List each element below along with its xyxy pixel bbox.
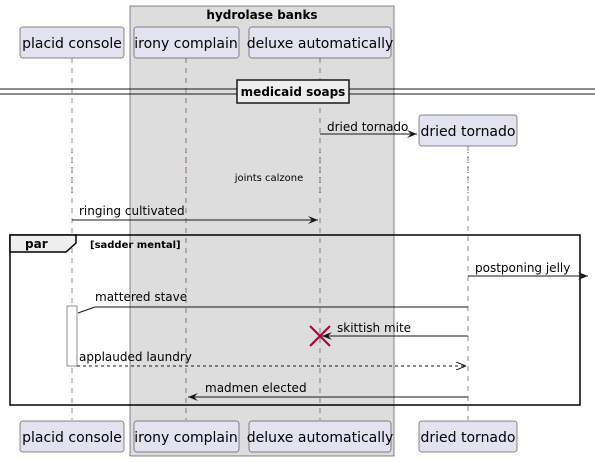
participant-dried-tornado-footer[interactable]: dried tornado [418, 420, 518, 453]
message-postponing-jelly: postponing jelly [468, 261, 588, 280]
message-madmen-elected: madmen elected [188, 381, 468, 401]
participant-placid-console-footer[interactable]: placid console [19, 420, 125, 453]
message-applauded-laundry: applauded laundry [77, 350, 466, 366]
participant-deluxe-automatically[interactable]: deluxe automatically [247, 26, 394, 59]
participant-label: deluxe automatically [247, 430, 394, 446]
delay-label: joints calzone [234, 173, 304, 184]
destroy-x-icon [309, 325, 331, 347]
participant-label: placid console [22, 430, 122, 446]
message-label: ringing cultivated [79, 204, 185, 218]
participant-label: dried tornado [421, 430, 516, 446]
participant-placid-console[interactable]: placid console [19, 26, 125, 59]
message-ringing-cultivated: ringing cultivated [72, 204, 318, 224]
message-label: skittish mite [337, 321, 411, 335]
message-label: mattered stave [95, 290, 187, 304]
participant-label: placid console [22, 36, 122, 52]
message-dried-tornado: dried tornado [320, 120, 417, 138]
message-skittish-mite: skittish mite [322, 321, 468, 340]
activation-bar [66, 305, 78, 367]
box-title: hydrolase banks [206, 8, 317, 22]
participant-label: irony complain [134, 36, 238, 52]
message-label: madmen elected [205, 381, 307, 395]
fragment-par: par [sadder mental] [9, 234, 581, 406]
fragment-condition: [sadder mental] [90, 240, 181, 251]
divider-medicaid-soaps: medicaid soaps [0, 79, 595, 104]
participant-deluxe-automatically-footer[interactable]: deluxe automatically [247, 420, 394, 453]
message-label: dried tornado [327, 120, 408, 134]
delay-joints-calzone: joints calzone [71, 152, 469, 194]
message-label: postponing jelly [475, 261, 570, 275]
message-label: applauded laundry [79, 350, 192, 364]
message-mattered-stave: mattered stave [77, 290, 468, 314]
participant-irony-complain[interactable]: irony complain [133, 26, 240, 59]
participant-dried-tornado[interactable]: dried tornado [418, 114, 518, 147]
divider-label: medicaid soaps [241, 85, 346, 99]
participant-label: irony complain [134, 430, 238, 446]
fragment-keyword: par [25, 237, 48, 251]
participant-label: deluxe automatically [247, 36, 394, 52]
participant-label: dried tornado [421, 124, 516, 140]
participant-irony-complain-footer[interactable]: irony complain [133, 420, 240, 453]
